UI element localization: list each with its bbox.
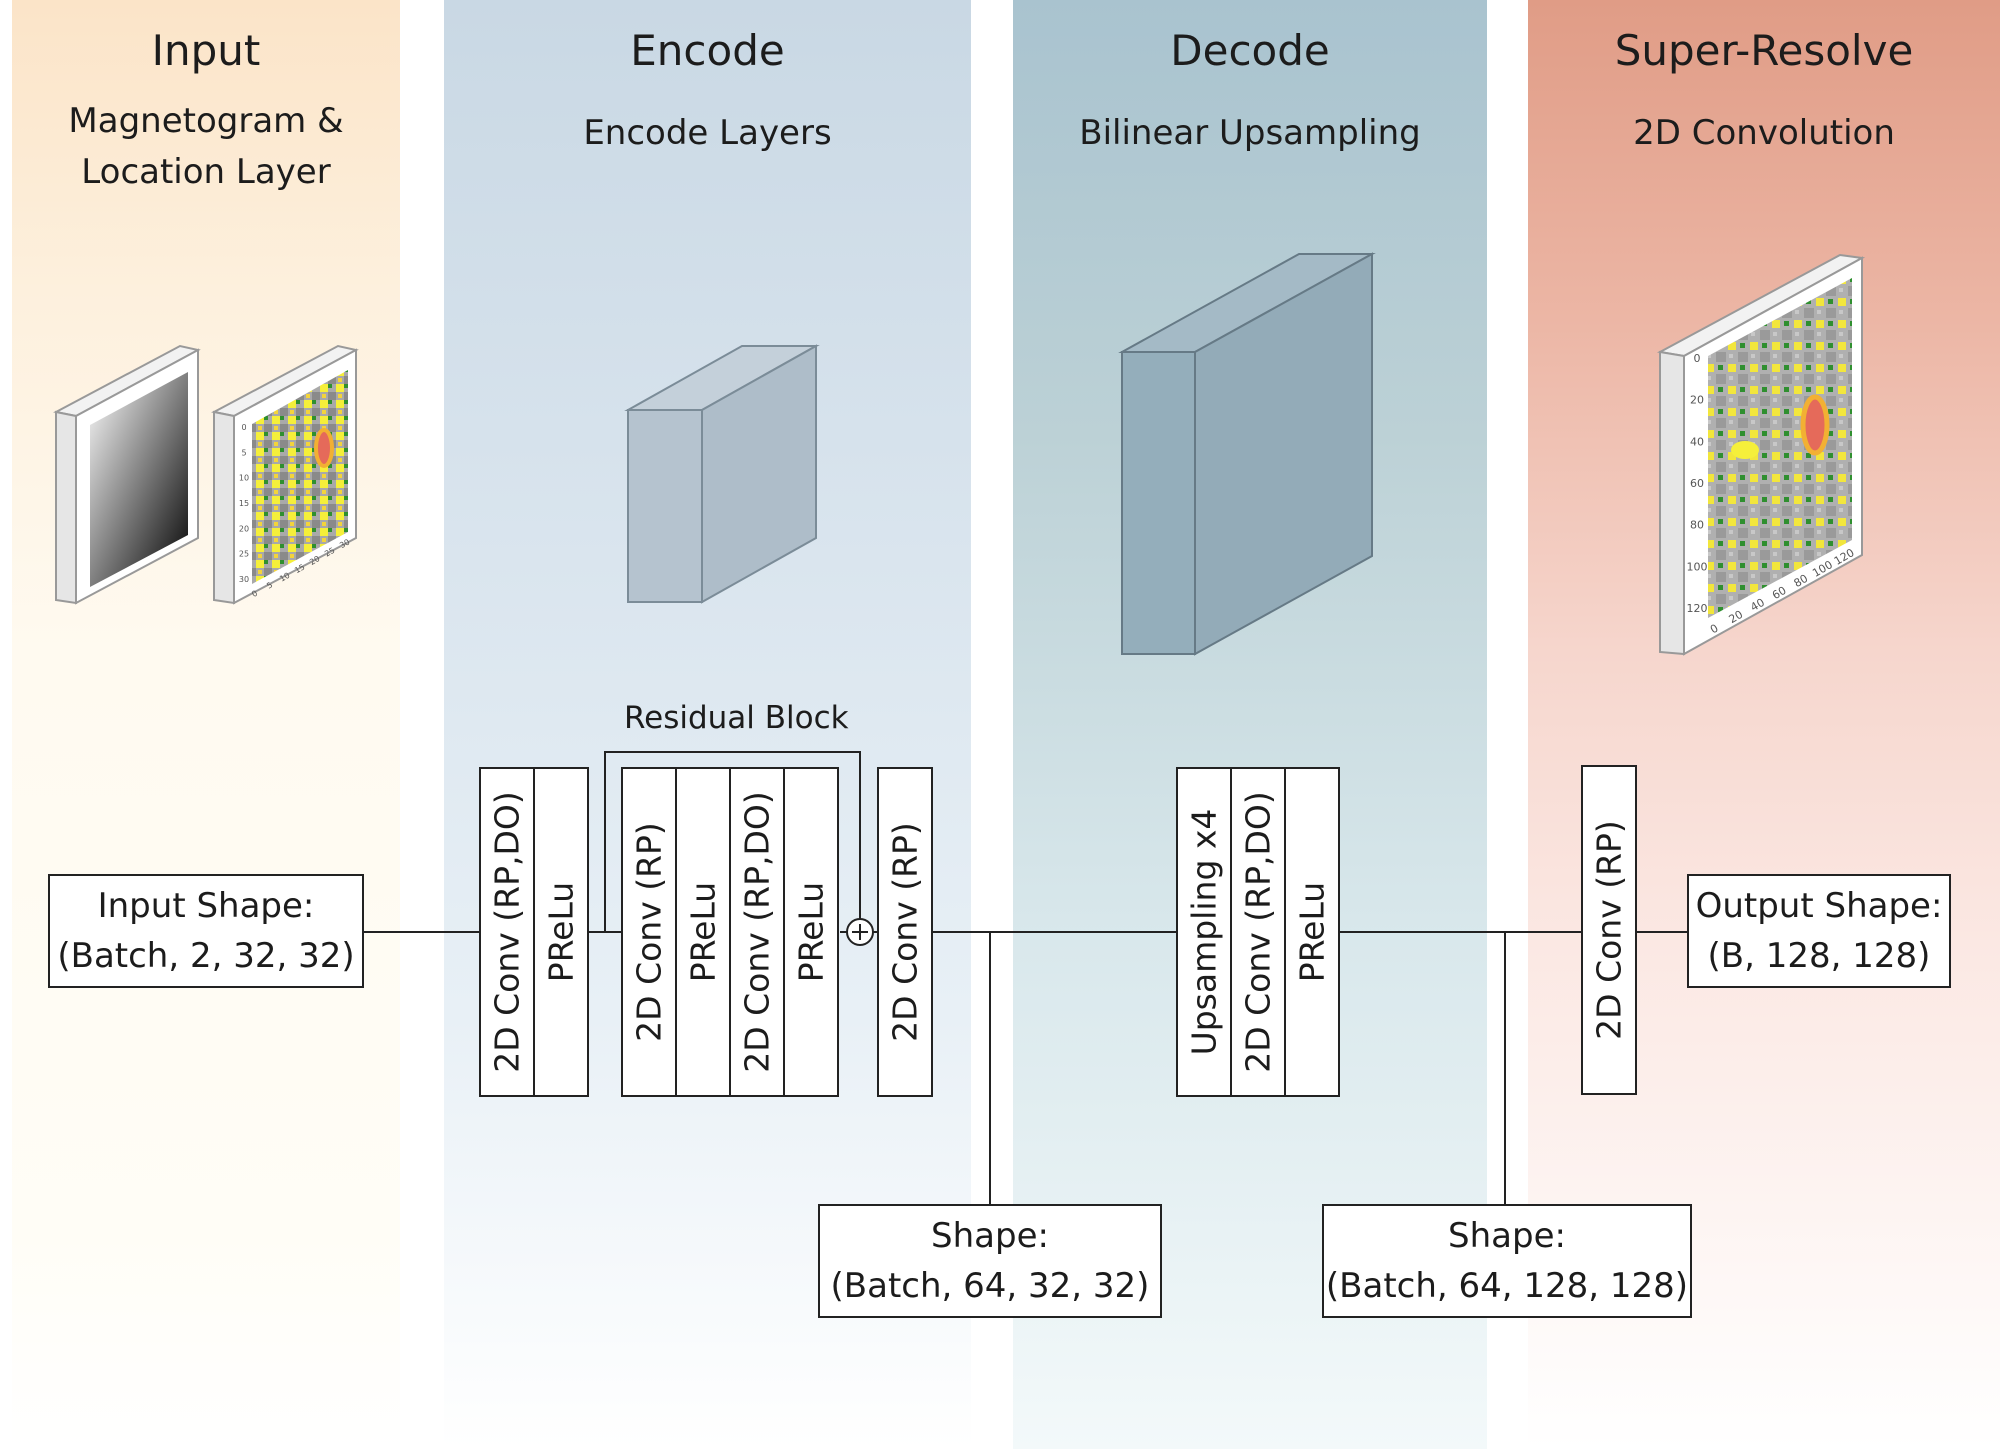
input-column-subtitle-line-2: Location Layer — [81, 152, 331, 192]
axis-tick-label: 15 — [293, 562, 306, 575]
axis-tick-label: 60 — [1690, 477, 1704, 490]
decode-column-subtitle: Bilinear Upsampling — [1079, 113, 1421, 153]
axis-tick-label: 60 — [1770, 584, 1789, 602]
output-shape-box: Output Shape: (B, 128, 128) — [1687, 874, 1951, 988]
axis-tick-label: 80 — [1690, 519, 1704, 532]
layer-cell — [1284, 767, 1340, 1097]
layer-label: 2D Conv (RP) — [886, 822, 925, 1042]
axis-tick-label: 0 — [1694, 352, 1701, 365]
output-shape-label: Output Shape: — [1695, 886, 1943, 926]
input-column-subtitle-line-1: Magnetogram & — [68, 101, 344, 141]
layer-cell — [1581, 765, 1637, 1095]
axis-tick-label: 0 — [241, 423, 246, 432]
layer-label: PReLu — [542, 882, 581, 982]
axis-tick-label: 10 — [278, 571, 291, 584]
axis-tick-label: 20 — [1727, 608, 1746, 626]
super-resolve-column-subtitle: 2D Convolution — [1633, 113, 1895, 153]
residual-block: 2D Conv (RP) PReLu 2D Conv (RP,DO) PReLu — [621, 767, 839, 1097]
super-resolve-column-title: Super-Resolve — [1614, 26, 1914, 75]
layer-label: PReLu — [1293, 882, 1332, 982]
axis-tick-label: 25 — [239, 550, 249, 559]
axis-tick-label: 15 — [239, 499, 249, 508]
decode-shape-label: Shape: — [1448, 1216, 1566, 1256]
layer-cell — [1176, 767, 1232, 1097]
input-shape-box: Input Shape: (Batch, 2, 32, 32) — [48, 874, 364, 988]
layer-cell — [621, 767, 677, 1097]
super-resolved-blob — [1731, 441, 1759, 459]
magnetogram-plate — [53, 344, 201, 605]
axis-tick-label: 30 — [338, 537, 351, 550]
encode-tensor-block — [624, 344, 820, 604]
layer-label: PReLu — [792, 882, 831, 982]
connector-lines — [364, 751, 1687, 1204]
decode-block: Upsampling x4 2D Conv (RP,DO) PReLu — [1176, 767, 1340, 1097]
output-heatmap-plate — [1656, 253, 1866, 656]
axis-tick-label: 30 — [239, 575, 249, 584]
layer-label: 2D Conv (RP,DO) — [738, 791, 777, 1073]
encode-shape-label: Shape: — [931, 1216, 1049, 1256]
axis-tick-label: 40 — [1690, 435, 1704, 448]
super-resolved-hotspot — [1800, 394, 1830, 456]
layer-label: 2D Conv (RP,DO) — [488, 791, 527, 1073]
layer-cell — [1230, 767, 1286, 1097]
decode-shape-box: Shape: (Batch, 64, 128, 128) — [1322, 1204, 1692, 1318]
encode-block-2: 2D Conv (RP) — [877, 767, 933, 1097]
input-shape-value: (Batch, 2, 32, 32) — [57, 936, 355, 976]
axis-tick-label: 120 — [1687, 602, 1708, 615]
axis-tick-label: 0 — [250, 589, 259, 599]
encode-column-subtitle: Encode Layers — [583, 113, 832, 153]
magnetogram-heatmap — [252, 370, 348, 584]
layer-label: 2D Conv (RP) — [1590, 820, 1629, 1040]
decode-shape-value: (Batch, 64, 128, 128) — [1325, 1266, 1689, 1306]
super-resolve-block: 2D Conv (RP) — [1581, 765, 1637, 1095]
decode-column-title: Decode — [1170, 26, 1330, 75]
axis-tick-label: 25 — [323, 546, 336, 559]
residual-block-label: Residual Block — [624, 700, 849, 736]
output-shape-value: (B, 128, 128) — [1707, 936, 1931, 976]
layer-label: Upsampling x4 — [1185, 809, 1224, 1056]
axis-tick-label: 5 — [265, 580, 274, 590]
magnetogram-hotspot — [314, 428, 334, 468]
encode-shape-box: Shape: (Batch, 64, 32, 32) — [818, 1204, 1162, 1318]
layer-cell — [675, 767, 731, 1097]
axis-tick-label: 80 — [1792, 572, 1811, 590]
location-layer-gradient — [90, 372, 188, 587]
encode-block-1: 2D Conv (RP,DO) PReLu — [479, 767, 589, 1097]
axis-tick-label: 20 — [1690, 394, 1704, 407]
encode-shape-value: (Batch, 64, 32, 32) — [830, 1266, 1150, 1306]
axis-tick-label: 40 — [1748, 596, 1767, 614]
layer-label: 2D Conv (RP,DO) — [1239, 791, 1278, 1073]
encode-column-title: Encode — [630, 26, 785, 75]
axis-tick-label: 10 — [239, 474, 249, 483]
layer-cell — [729, 767, 785, 1097]
input-shape-label: Input Shape: — [97, 886, 315, 926]
axis-tick-label: 20 — [239, 524, 249, 533]
super-resolved-heatmap — [1708, 278, 1852, 618]
residual-sum-node — [846, 918, 874, 946]
layer-cell — [877, 767, 933, 1097]
decode-tensor-block — [1118, 252, 1376, 656]
layer-cell — [783, 767, 839, 1097]
input-column-title: Input — [151, 26, 261, 75]
axis-tick-label: 20 — [308, 554, 321, 567]
layer-cell — [533, 767, 589, 1097]
layer-label: 2D Conv (RP) — [630, 822, 669, 1042]
axis-tick-label: 5 — [241, 448, 246, 457]
magnetogram-heatmap-plate — [211, 344, 359, 605]
axis-tick-label: 100 — [1687, 560, 1708, 573]
layer-cell — [479, 767, 535, 1097]
input-column: Input Magnetogram & Location Layer — [12, 0, 400, 1449]
layer-label: PReLu — [684, 882, 723, 982]
